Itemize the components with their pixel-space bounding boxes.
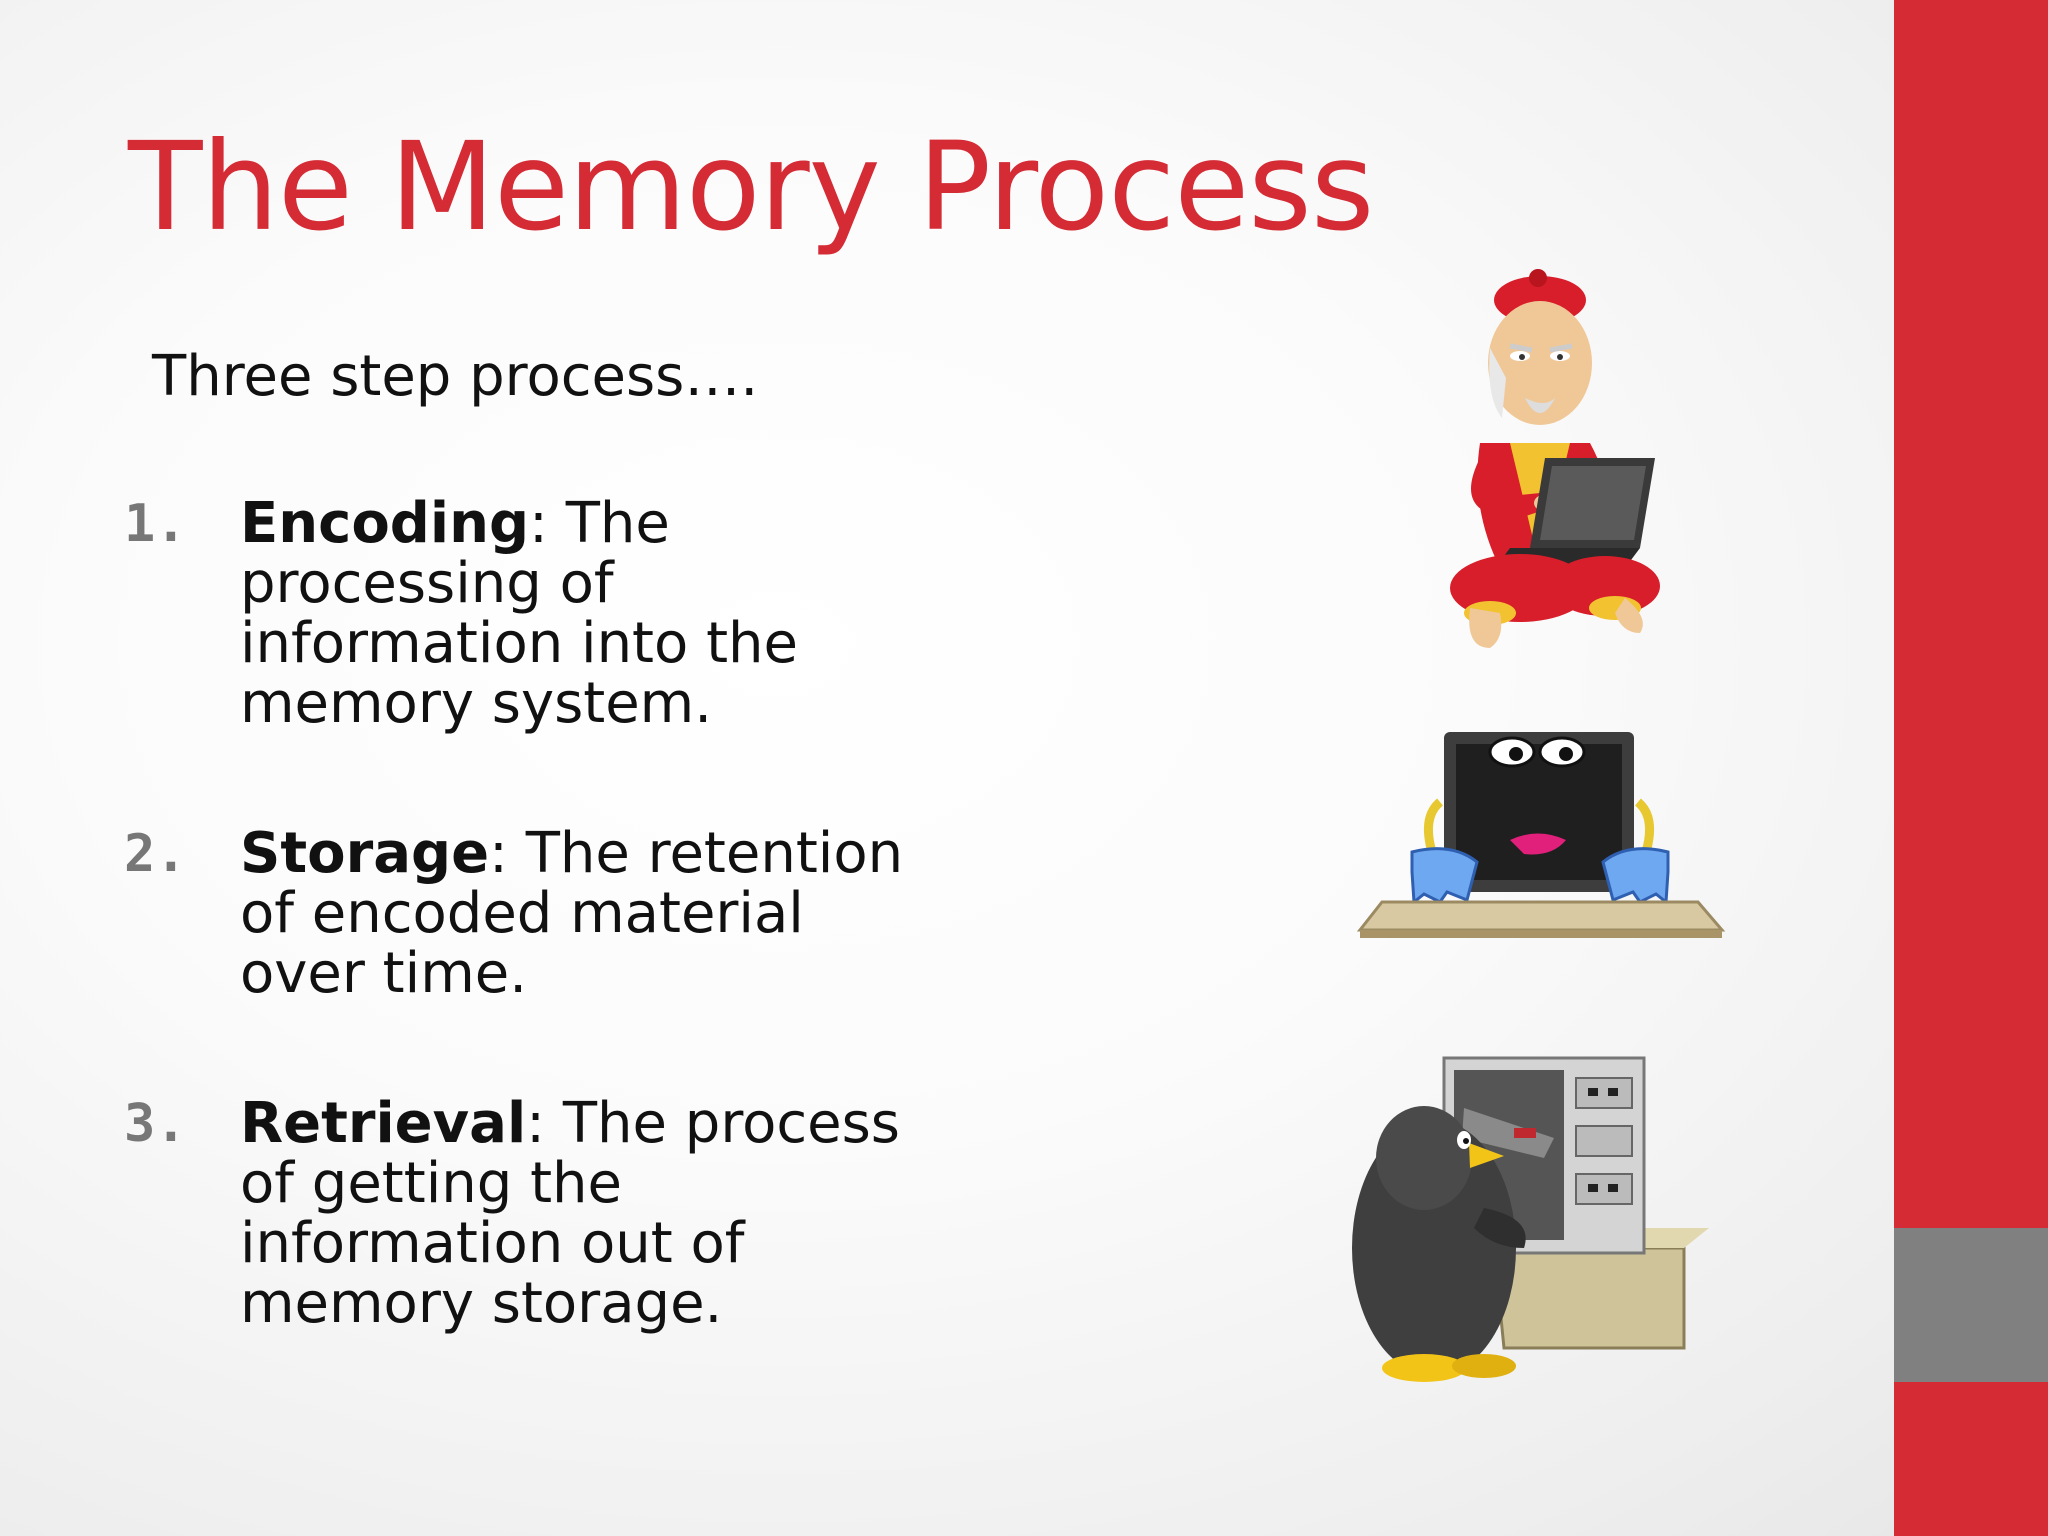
list-item: 2. Storage: The retention of encoded mat… <box>124 824 944 1004</box>
step-definition: : The processing of information into the… <box>240 491 798 736</box>
step-term: Encoding <box>240 491 530 556</box>
man-with-laptop-icon <box>1410 268 1680 658</box>
step-definition: : The process of getting the information… <box>240 1091 900 1336</box>
step-term: Storage <box>240 821 490 886</box>
steps-list: 1. Encoding: The processing of informati… <box>124 494 944 1334</box>
computer-character-icon <box>1352 722 1728 942</box>
list-item: 3. Retrieval: The process of getting the… <box>124 1094 944 1334</box>
step-number: 2. <box>124 824 187 884</box>
step-number: 1. <box>124 494 187 554</box>
side-accent-bar-top <box>1894 0 2048 1228</box>
side-accent-bar-middle <box>1894 1228 2048 1382</box>
side-accent-bar-bottom <box>1894 1382 2048 1536</box>
step-term: Retrieval <box>240 1091 527 1156</box>
step-definition: : The retention of encoded material over… <box>240 821 904 1006</box>
list-item: 1. Encoding: The processing of informati… <box>124 494 944 734</box>
penguin-server-icon <box>1344 1048 1724 1388</box>
step-number: 3. <box>124 1094 187 1154</box>
intro-text: Three step process…. <box>152 344 759 409</box>
slide-title: The Memory Process <box>128 116 1374 258</box>
